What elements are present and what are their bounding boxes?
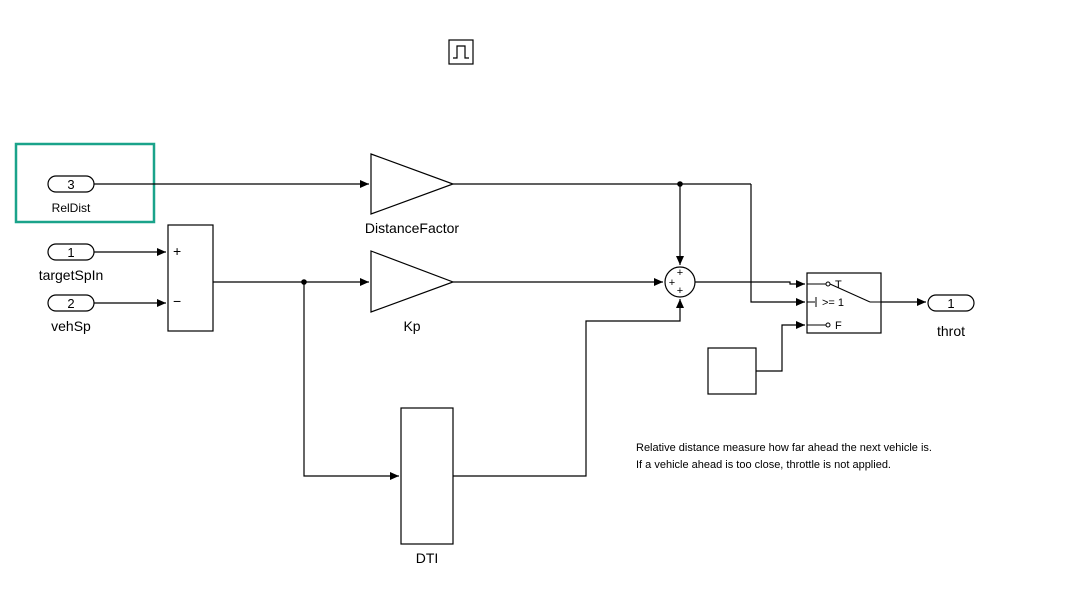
outport-throt-number: 1 <box>947 296 954 311</box>
sum-main-block[interactable]: + + + <box>664 266 696 298</box>
selection-highlight <box>14 142 156 224</box>
signal-lines <box>94 180 926 480</box>
switch-true-label: T <box>835 279 842 291</box>
inport-vehsp[interactable]: 2 vehSp <box>47 294 95 334</box>
constant-block[interactable] <box>707 347 757 395</box>
gain-distance-factor[interactable]: DistanceFactor <box>365 153 459 236</box>
sum-sign-top: + <box>677 267 683 279</box>
gain-kp[interactable]: Kp <box>370 250 455 334</box>
sum-sign-left: + <box>669 277 675 289</box>
outport-throt[interactable]: 1 throt <box>927 294 975 339</box>
annotation-text: Relative distance measure how far ahead … <box>636 440 1056 474</box>
inport-target[interactable]: 1 targetSpIn <box>39 243 104 283</box>
dti-label: DTI <box>416 550 439 566</box>
subtract-minus-sign: − <box>173 293 181 309</box>
inport-reldist-number: 3 <box>67 177 74 192</box>
pulse-generator-block[interactable] <box>448 39 474 65</box>
sum-sign-bottom: + <box>677 285 683 297</box>
dti-block[interactable]: DTI <box>400 407 454 566</box>
inport-reldist[interactable]: 3 RelDist <box>47 175 95 215</box>
gain-kp-label: Kp <box>403 318 420 334</box>
subtract-block[interactable]: + − <box>167 224 214 332</box>
switch-false-label: F <box>835 320 842 332</box>
annotation-line-2: If a vehicle ahead is too close, throttl… <box>636 459 891 471</box>
switch-block[interactable]: T >= 1 F <box>806 272 882 334</box>
outport-throt-label: throt <box>937 323 965 339</box>
switch-threshold-label: >= 1 <box>822 297 844 309</box>
inport-vehsp-label: vehSp <box>51 318 91 334</box>
inport-reldist-label: RelDist <box>52 201 91 215</box>
inport-vehsp-number: 2 <box>67 296 74 311</box>
pulse-icon <box>453 45 469 59</box>
annotation-line-1: Relative distance measure how far ahead … <box>636 442 932 454</box>
subtract-plus-sign: + <box>173 243 181 259</box>
inport-target-label: targetSpIn <box>39 267 104 283</box>
gain-distance-factor-label: DistanceFactor <box>365 220 459 236</box>
inport-target-number: 1 <box>67 245 74 260</box>
